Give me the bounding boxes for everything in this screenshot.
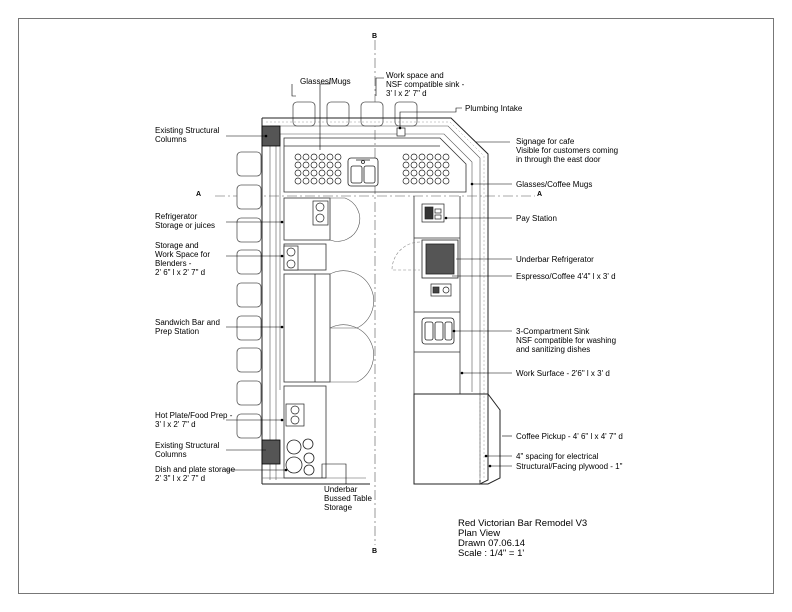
label-hot-plate: Hot Plate/Food Prep - 3' l x 2' 7" d: [155, 411, 233, 429]
label-refrigerator-storage: Refrigerator Storage or juices: [155, 212, 216, 230]
label-work-surface: Work Surface - 2'6" l x 3' d: [516, 369, 610, 378]
section-marker-right: A: [537, 191, 543, 198]
bar-stools-top: [292, 101, 418, 127]
sheet-border: [18, 18, 774, 594]
bar-stools-left: [236, 151, 262, 439]
section-marker-top: B: [372, 33, 378, 40]
label-plumbing-intake: Plumbing Intake: [465, 104, 523, 113]
label-three-comp-sink: 3-Compartment Sink NSF compatible for wa…: [516, 327, 617, 354]
right-counter: [413, 196, 461, 394]
label-espresso-coffee: Espresso/Coffee 4'4" l x 3' d: [516, 272, 616, 281]
label-glasses-mugs: Glasses/Mugs: [300, 77, 351, 86]
espresso-machine: [430, 283, 452, 297]
dish-plate-storage: [285, 438, 315, 476]
label-pay-station: Pay Station: [516, 214, 557, 223]
pay-station: [421, 203, 445, 223]
label-existing-columns-bottom: Existing Structural Columns: [155, 441, 220, 459]
structural-column-bottom: [261, 439, 281, 465]
title-line-3: Drawn 07.06.14: [458, 538, 526, 549]
label-glasses-coffee-mugs: Glasses/Coffee Mugs: [516, 180, 593, 189]
underbar-refrigerator: [391, 239, 459, 279]
three-compartment-sink: [421, 317, 455, 345]
coffee-pickup-counter: [413, 393, 501, 485]
leader-arrows: [264, 126, 492, 472]
label-existing-columns-top: Existing Structural Columns: [155, 126, 220, 144]
label-spacing-electrical: 4" spacing for electrical: [516, 452, 599, 461]
label-work-space-sink: Work space and NSF compatible sink - 3' …: [386, 71, 465, 98]
section-marker-left: A: [196, 191, 202, 198]
label-sandwich-bar: Sandwich Bar and Prep Station: [155, 318, 220, 336]
label-structural-facing: Structural/Facing plywood - 1": [516, 462, 623, 471]
section-marker-bottom: B: [372, 548, 378, 555]
label-underbar-refrigerator: Underbar Refrigerator: [516, 255, 594, 264]
title-block: Red Victorian Bar Remodel V3 Plan View D…: [458, 519, 587, 559]
equipment-top-left: [283, 200, 329, 271]
section-lines: [215, 40, 535, 545]
label-signage: Signage for cafe Visible for customers c…: [516, 137, 619, 164]
title-line-1: Red Victorian Bar Remodel V3: [458, 518, 588, 529]
hot-plate: [285, 403, 305, 427]
refrigerator-door-swing: [329, 197, 361, 242]
left-back-counter: [283, 197, 331, 479]
label-underbar-bussed: Underbar Bussed Table Storage: [324, 485, 372, 512]
label-coffee-pickup: Coffee Pickup - 4' 6" l x 4' 7" d: [516, 432, 623, 441]
sandwich-door-swings: [329, 270, 374, 383]
electrical-spacing: [266, 121, 485, 478]
title-line-2: Plan View: [458, 528, 501, 539]
plumbing-intake: [396, 127, 406, 137]
counter-inner-lines: [262, 125, 481, 480]
top-back-counter: [283, 137, 467, 193]
glasses-mugs-right: [402, 153, 450, 185]
label-storage-blenders: Storage and Work Space for Blenders - 2'…: [155, 241, 210, 277]
label-dish-plate-storage: Dish and plate storage 2' 3" l x 2' 7" d: [155, 465, 236, 483]
glasses-mugs-left: [294, 153, 342, 185]
title-line-4: Scale : 1/4" = 1': [458, 548, 525, 559]
leader-lines: [226, 77, 512, 484]
top-sink: [347, 157, 379, 187]
